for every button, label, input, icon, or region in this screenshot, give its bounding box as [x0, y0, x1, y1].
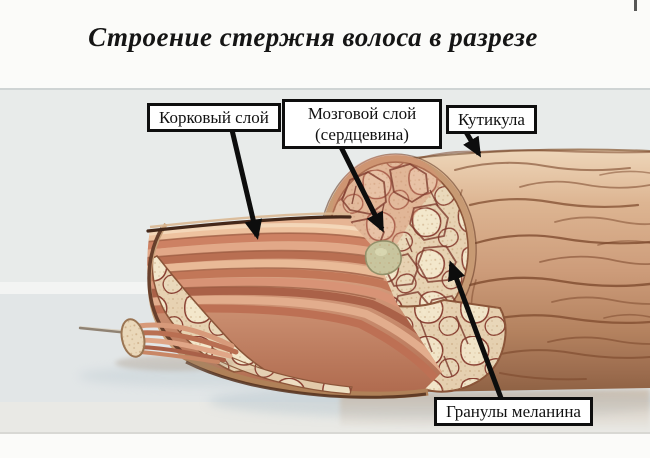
label-cuticle-text: Кутикула: [458, 110, 525, 129]
label-cortex-layer: Корковый слой: [147, 103, 281, 132]
label-cortex-text: Корковый слой: [159, 108, 269, 127]
medulla-granule: [364, 240, 402, 276]
melanin-arrow: [448, 260, 504, 399]
label-medulla-text: Мозговой слой: [307, 104, 417, 123]
label-medulla-subtext: (сердцевина): [315, 125, 409, 144]
page-title: Строение стержня волоса в разрезе: [88, 22, 538, 52]
label-cuticle: Кутикула: [446, 105, 537, 134]
label-medulla-layer: Мозговой слой (сердцевина): [282, 99, 442, 149]
cortex-arrow: [229, 129, 263, 240]
label-melanin-text: Гранулы меланина: [446, 402, 581, 421]
cuticle-arrow: [463, 130, 482, 158]
medulla-arrow: [338, 145, 385, 233]
fibril-bundle: [78, 318, 239, 371]
label-melanin-granules: Гранулы меланина: [434, 397, 593, 426]
pointer-arrows: [229, 129, 504, 399]
